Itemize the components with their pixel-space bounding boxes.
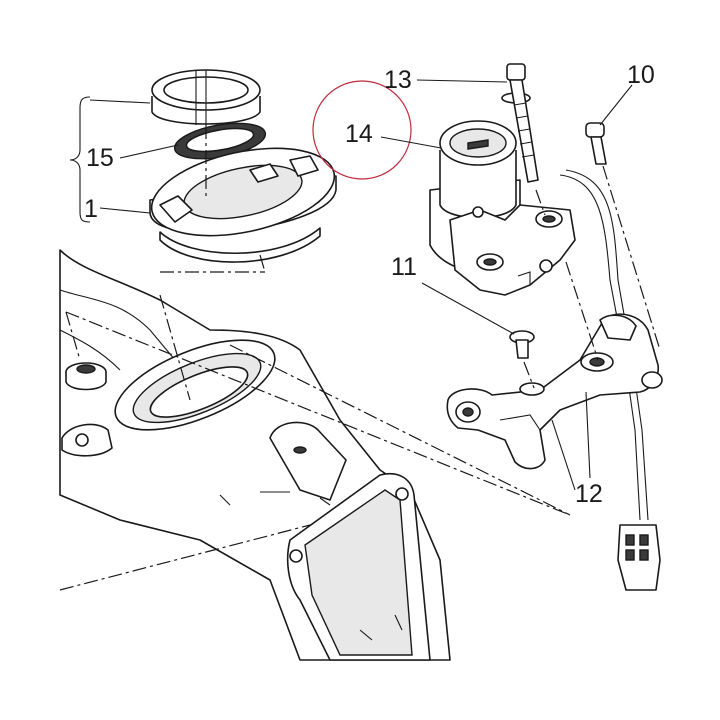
frame-body <box>59 249 451 661</box>
seal-ring <box>173 122 267 160</box>
screw-11 <box>509 330 535 359</box>
callout-15: 15 <box>86 144 114 172</box>
leader-lines <box>89 79 633 491</box>
assembly-lines <box>59 125 661 591</box>
callout-12: 12 <box>575 480 603 508</box>
highlight-circle <box>312 80 412 180</box>
screw-10 <box>585 122 607 165</box>
ignition-switch <box>429 120 576 296</box>
ring-nut <box>151 69 261 125</box>
callout-10: 10 <box>627 61 655 89</box>
callout-14: 14 <box>345 120 373 148</box>
callout-1: 1 <box>84 195 98 223</box>
bearing-cover <box>149 147 337 263</box>
callout-11: 11 <box>391 253 417 281</box>
mounting-bracket <box>446 313 663 470</box>
ignition-cable <box>559 169 661 591</box>
screw-13 <box>501 63 539 183</box>
callout-13: 13 <box>384 66 412 94</box>
group-brace <box>69 96 91 223</box>
